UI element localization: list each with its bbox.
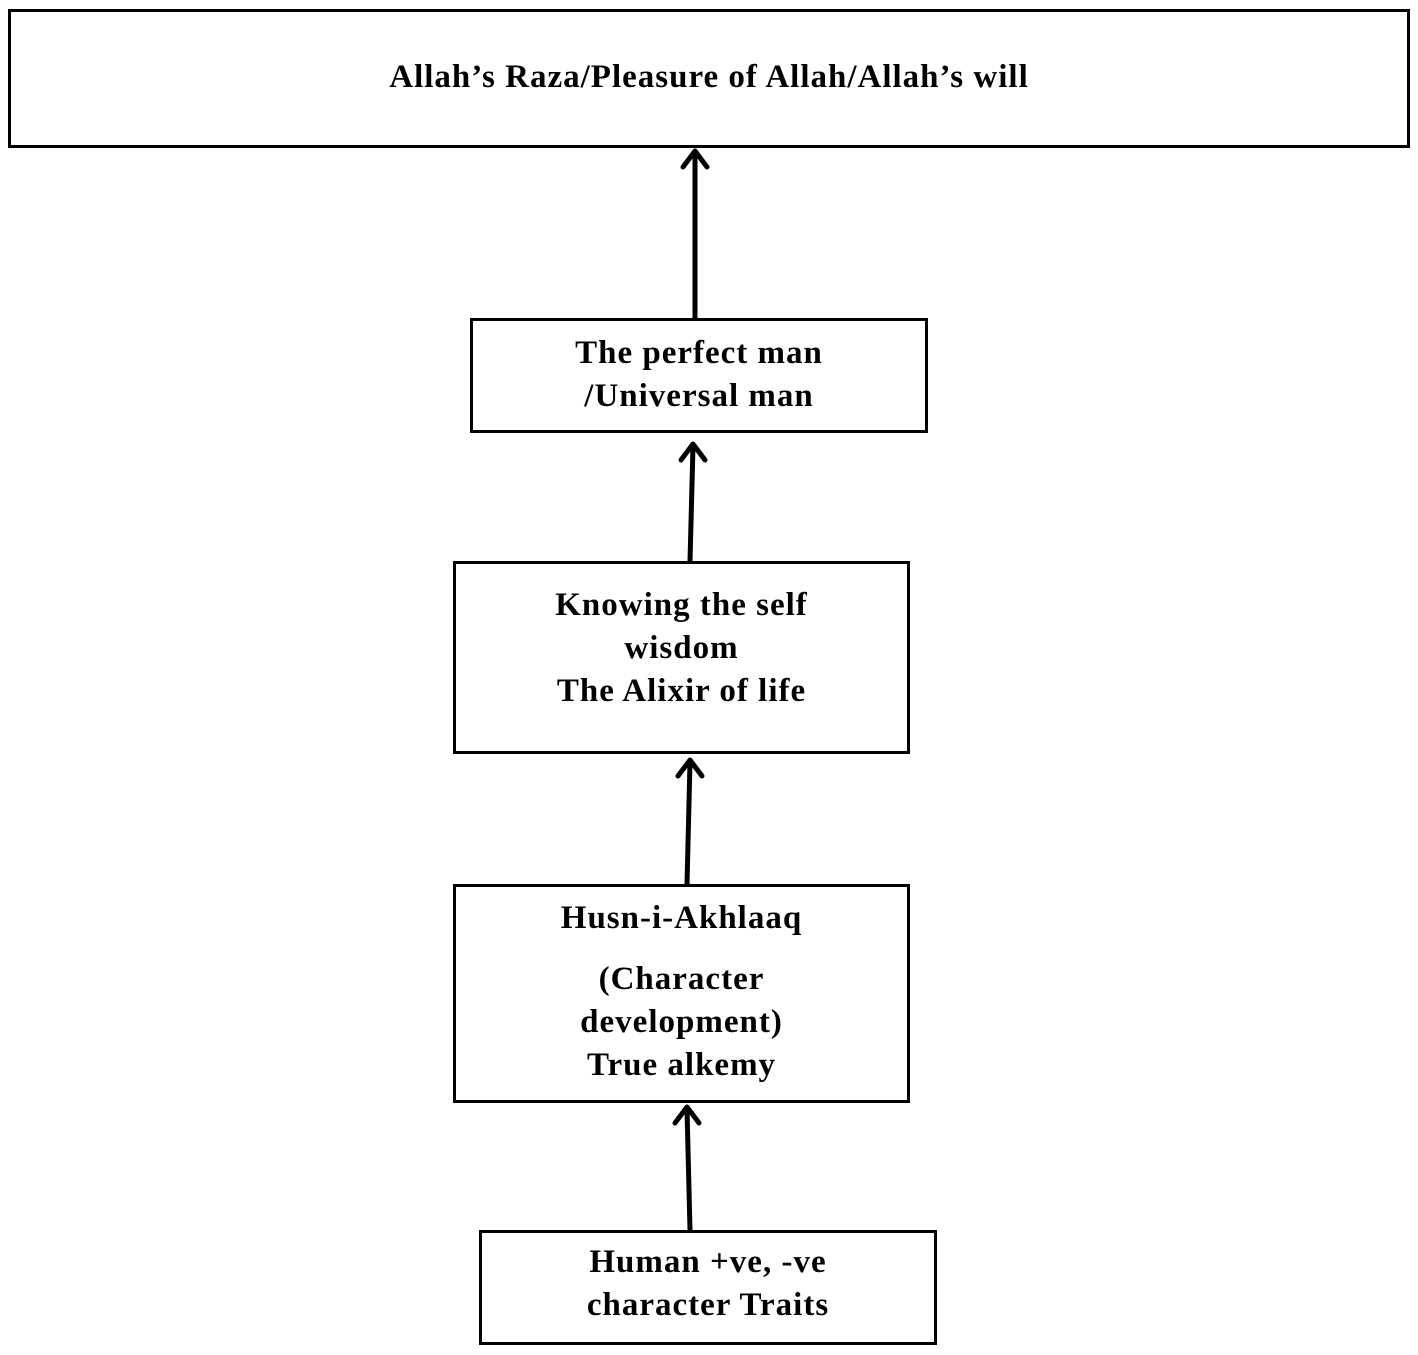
node-label: (Character [598, 961, 765, 997]
node-label: The perfect man [575, 335, 823, 371]
node-label: character Traits [586, 1287, 830, 1323]
node-label: True alkemy [586, 1047, 777, 1083]
node-label: wisdom [624, 630, 739, 666]
node-perfect-man: The perfect man /Universal man [470, 318, 928, 433]
spacer [456, 940, 907, 958]
arrow-human-to-husn [672, 1104, 702, 1233]
arrow-husn-to-knowing [675, 757, 705, 887]
node-knowing-the-self: Knowing the self wisdom The Alixir of li… [453, 561, 910, 754]
node-label: Allah’s Raza/Pleasure of Allah/Allah’s w… [389, 59, 1029, 95]
node-human-character-traits: Human +ve, -ve character Traits [479, 1230, 937, 1345]
arrow-perfect-to-top [680, 148, 710, 321]
node-label: Human +ve, -ve [589, 1244, 827, 1280]
node-label: /Universal man [584, 378, 814, 414]
node-title: Husn-i-Akhlaaq [560, 900, 803, 936]
node-label: development) [580, 1004, 783, 1040]
node-label: Knowing the self [555, 587, 808, 623]
node-husn-i-akhlaaq: Husn-i-Akhlaaq (Character development) T… [453, 884, 910, 1103]
arrow-knowing-to-perfect [678, 441, 708, 564]
node-label: The Alixir of life [556, 673, 807, 709]
node-allahs-will: Allah’s Raza/Pleasure of Allah/Allah’s w… [8, 9, 1410, 148]
